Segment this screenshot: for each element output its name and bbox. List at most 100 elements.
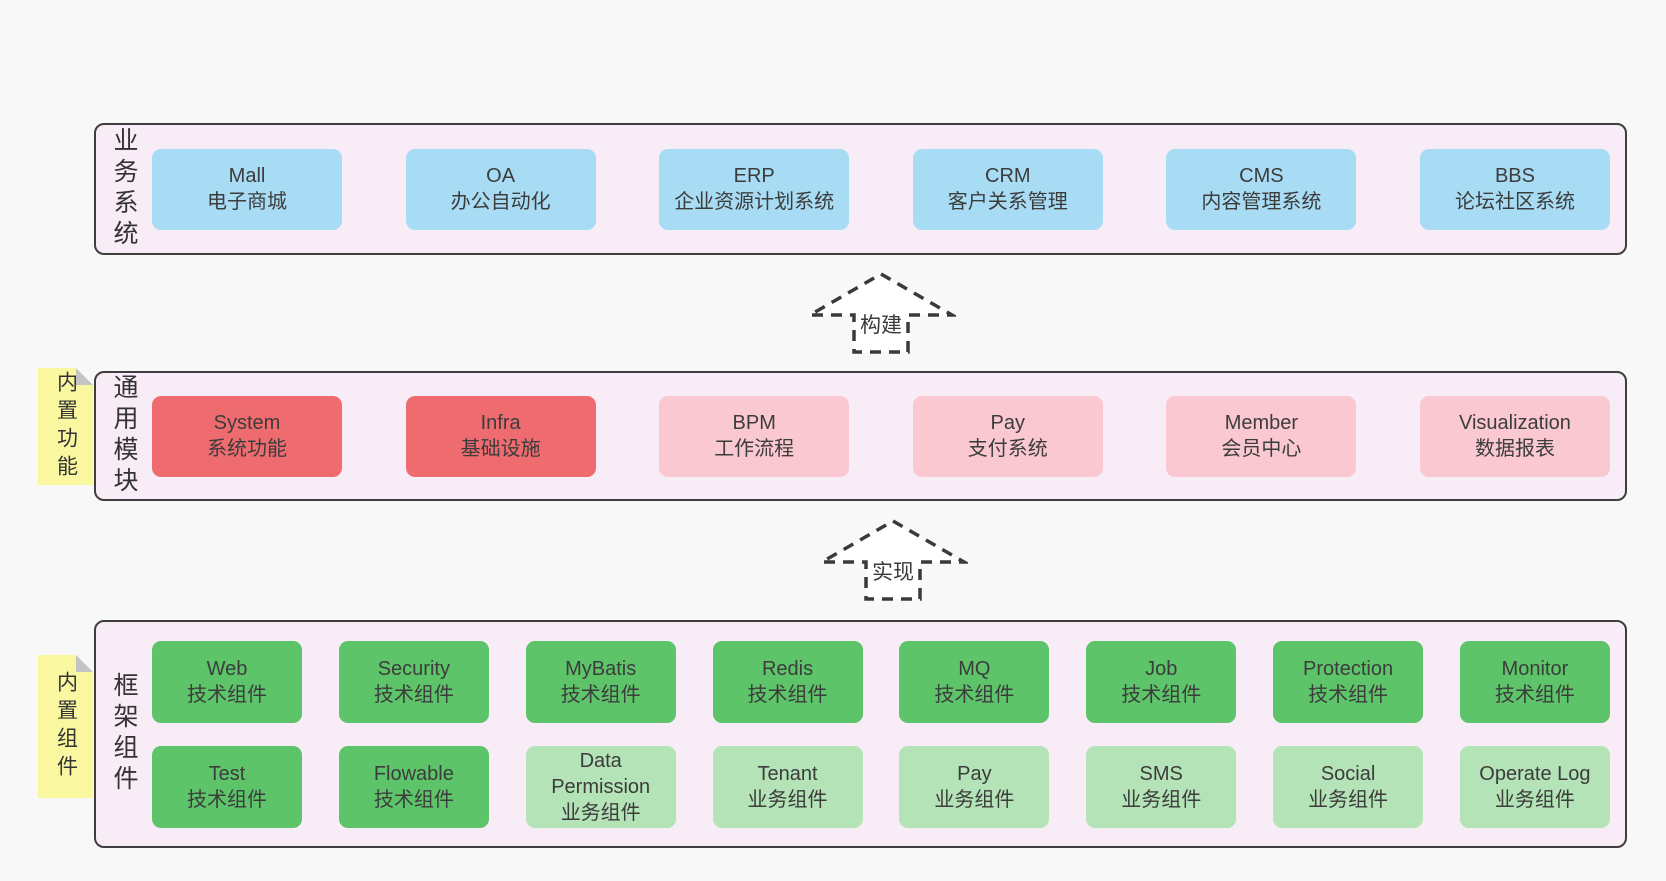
box-infra: Infra 基础设施 <box>405 395 596 477</box>
arrow-up-build: 构建 <box>806 271 956 355</box>
box-subtitle: 技术组件 <box>373 788 454 811</box>
box-subtitle: 基础设施 <box>460 438 541 460</box>
box-title: Redis <box>761 657 814 680</box>
box-title: Protection <box>1303 657 1394 680</box>
note-fold-icon <box>76 368 93 385</box>
section-common-modules: 通用模块 System 系统功能 Infra 基础设施 BPM 工作流程 Pay 支付系统 Me… <box>94 371 1627 501</box>
box-subtitle: 会员中心 <box>1221 438 1302 460</box>
box-visualization: Visualization 数据报表 <box>1419 395 1610 477</box>
box-title: Job <box>1145 657 1178 680</box>
box-subtitle: 企业资源计划系统 <box>674 191 835 213</box>
box-system: System 系统功能 <box>152 395 342 477</box>
box-subtitle: 办公自动化 <box>450 191 551 213</box>
section-label-common-modules: 通用模块 <box>110 374 138 498</box>
box-title: MyBatis <box>565 657 637 680</box>
box-subtitle: 电子商城 <box>207 191 287 213</box>
box-title: Mall <box>228 165 266 187</box>
box-subtitle: 数据报表 <box>1474 438 1555 460</box>
box-title: System <box>213 412 281 434</box>
dashed-up-arrow-icon <box>818 518 968 601</box>
box-monitor: Monitor 技术组件 <box>1459 640 1610 723</box>
box-pay: Pay 支付系统 <box>912 395 1103 477</box>
box-subtitle: 业务组件 <box>1121 788 1202 811</box>
arrow-label-implement: 实现 <box>872 561 914 584</box>
business-systems-boxes: Mall 电子商城 OA 办公自动化 ERP 企业资源计划系统 CRM 客户关系管理 CMS 内容… <box>152 125 1610 253</box>
box-tenant: Tenant 业务组件 <box>712 745 863 828</box>
box-title: Tenant <box>757 762 818 785</box>
box-subtitle: 技术组件 <box>1121 683 1202 706</box>
box-data-permission: Data Permission 业务组件 <box>525 745 676 828</box>
sticky-note-text: 内置组件 <box>54 670 78 783</box>
box-subtitle: 业务组件 <box>560 801 641 824</box>
box-subtitle: 工作流程 <box>714 438 795 460</box>
box-title: Infra <box>480 412 521 434</box>
section-framework-components: 框架组件 Web 技术组件 Security 技术组件 MyBatis 技术组件 Redis… <box>94 620 1627 848</box>
box-title: CRM <box>985 165 1031 187</box>
box-title: Social <box>1320 762 1376 785</box>
box-title: CMS <box>1239 165 1284 187</box>
box-title: SMS <box>1139 762 1183 785</box>
box-title: Monitor <box>1501 657 1569 680</box>
box-sms: SMS 业务组件 <box>1086 745 1237 828</box>
box-mq: MQ 技术组件 <box>899 640 1050 723</box>
box-subtitle: 技术组件 <box>1308 683 1389 706</box>
sticky-note-builtin-features: 内置功能 <box>38 368 93 485</box>
box-subtitle: 论坛社区系统 <box>1454 191 1575 213</box>
box-title: MQ <box>958 657 991 680</box>
box-title: BPM <box>732 412 776 434</box>
box-title: Pay <box>957 762 992 785</box>
box-operate-log: Operate Log 业务组件 <box>1459 745 1610 828</box>
box-title: Pay <box>990 412 1026 434</box>
sticky-note-builtin-components: 内置组件 <box>38 655 93 798</box>
box-test: Test 技术组件 <box>152 745 302 828</box>
box-title: BBS <box>1494 165 1535 187</box>
common-modules-boxes: System 系统功能 Infra 基础设施 BPM 工作流程 Pay 支付系统 Member 会… <box>152 373 1610 499</box>
dashed-up-arrow-icon <box>806 271 956 354</box>
arrow-label-build: 构建 <box>860 314 902 337</box>
section-label-framework-components: 框架组件 <box>110 672 138 796</box>
box-title: Operate Log <box>1479 762 1591 785</box>
box-mybatis: MyBatis 技术组件 <box>525 640 676 723</box>
note-fold-icon <box>76 655 93 672</box>
box-subtitle: 业务组件 <box>1308 788 1389 811</box>
box-subtitle: 技术组件 <box>934 683 1015 706</box>
box-title: Member <box>1224 412 1299 434</box>
box-title: Security <box>377 657 450 680</box>
box-crm: CRM 客户关系管理 <box>912 148 1103 230</box>
box-social: Social 业务组件 <box>1273 745 1424 828</box>
box-subtitle: 技术组件 <box>187 788 267 811</box>
box-bbs: BBS 论坛社区系统 <box>1419 148 1610 230</box>
box-cms: CMS 内容管理系统 <box>1166 148 1357 230</box>
box-title: OA <box>486 165 516 187</box>
sticky-note-text: 内置功能 <box>54 370 78 483</box>
box-pay: Pay 业务组件 <box>899 745 1050 828</box>
box-erp: ERP 企业资源计划系统 <box>659 148 850 230</box>
box-subtitle: 技术组件 <box>1494 683 1575 706</box>
box-bpm: BPM 工作流程 <box>659 395 850 477</box>
box-subtitle: 技术组件 <box>373 683 454 706</box>
box-subtitle: 技术组件 <box>187 683 267 706</box>
box-oa: OA 办公自动化 <box>405 148 596 230</box>
box-title: Data Permission <box>551 749 651 798</box>
box-protection: Protection 技术组件 <box>1273 640 1424 723</box>
box-title: Web <box>206 657 248 680</box>
box-subtitle: 系统功能 <box>207 438 287 460</box>
box-member: Member 会员中心 <box>1166 395 1357 477</box>
box-subtitle: 业务组件 <box>1494 788 1575 811</box>
box-subtitle: 支付系统 <box>967 438 1048 460</box>
box-subtitle: 业务组件 <box>934 788 1015 811</box>
box-subtitle: 技术组件 <box>560 683 641 706</box>
box-web: Web 技术组件 <box>152 640 302 723</box>
box-title: Test <box>208 762 246 785</box>
box-subtitle: 客户关系管理 <box>947 191 1068 213</box>
box-subtitle: 内容管理系统 <box>1201 191 1322 213</box>
box-subtitle: 业务组件 <box>747 788 828 811</box>
box-job: Job 技术组件 <box>1086 640 1237 723</box>
box-title: Visualization <box>1459 412 1571 434</box>
box-title: ERP <box>733 165 775 187</box>
